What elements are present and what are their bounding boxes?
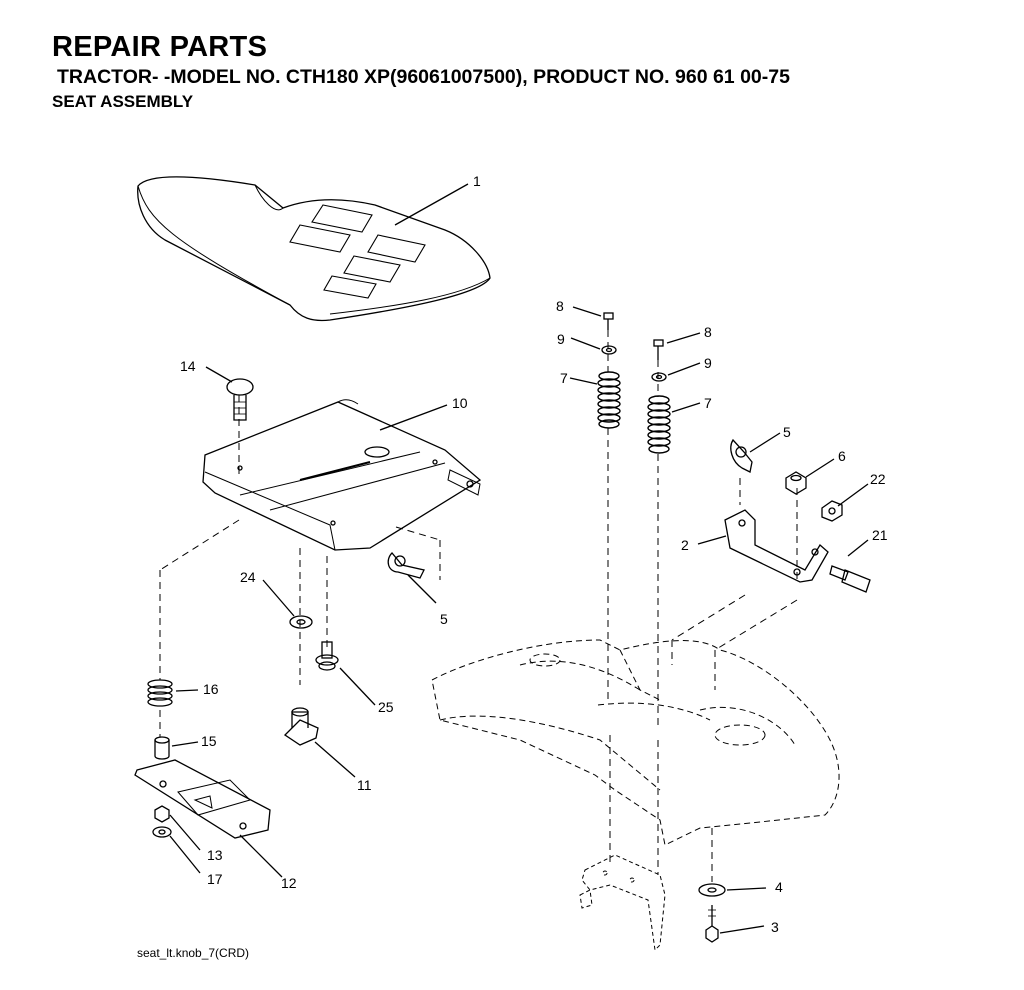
- callout-7-left: 7: [560, 370, 568, 386]
- washer-9-right: [651, 372, 667, 382]
- diagram-caption: seat_lt.knob_7(CRD): [137, 946, 250, 960]
- spring-7-right: [647, 395, 671, 454]
- assembly-lines: [159, 330, 798, 882]
- tractor-fender-outline: [431, 639, 840, 846]
- bolt-8-left: [603, 312, 614, 330]
- leader-lines: [169, 183, 869, 934]
- bolt-3: [705, 905, 719, 943]
- callout-4: 4: [775, 879, 783, 895]
- callout-10: 10: [452, 395, 468, 411]
- spring-7-left: [597, 371, 621, 429]
- callout-12: 12: [281, 875, 297, 891]
- washer-9-left: [601, 345, 617, 355]
- model-line: TRACTOR- -MODEL NO. CTH180 XP(9606100750…: [57, 66, 790, 88]
- seat-pan: [202, 399, 482, 551]
- callout-22: 22: [870, 471, 886, 487]
- page-title: REPAIR PARTS: [52, 31, 268, 63]
- callout-labels: 1 2 3 4 5 5 6 7 7 8 8 9 9 10 11 12 13 14…: [180, 173, 888, 935]
- section-title: SEAT ASSEMBLY: [52, 92, 194, 111]
- callout-8-left: 8: [556, 298, 564, 314]
- callout-5-left: 5: [440, 611, 448, 627]
- callout-7-right: 7: [704, 395, 712, 411]
- callout-16: 16: [203, 681, 219, 697]
- callout-3: 3: [771, 919, 779, 935]
- callout-25: 25: [378, 699, 394, 715]
- small-spring: [147, 679, 173, 707]
- seat-knob: [283, 707, 319, 746]
- page-header: REPAIR PARTS TRACTOR- -MODEL NO. CTH180 …: [52, 30, 790, 114]
- callout-15: 15: [201, 733, 217, 749]
- callout-1: 1: [473, 173, 481, 189]
- callout-14: 14: [180, 358, 196, 374]
- lock-washer-17: [152, 826, 172, 838]
- hex-nut-6: [785, 471, 807, 495]
- callout-13: 13: [207, 847, 223, 863]
- callout-9-left: 9: [557, 331, 565, 347]
- carriage-bolt: [226, 378, 254, 421]
- spacer: [154, 736, 170, 760]
- slide-plate: [134, 759, 271, 839]
- callout-6: 6: [838, 448, 846, 464]
- callout-24: 24: [240, 569, 256, 585]
- seat-bracket: [724, 509, 829, 583]
- callout-9-right: 9: [704, 355, 712, 371]
- shoulder-bolt-21: [829, 565, 871, 593]
- wire-clip-right: [730, 438, 753, 473]
- washer-24: [289, 615, 313, 629]
- hex-nut-13: [154, 805, 170, 823]
- lower-bracket: [579, 854, 666, 952]
- callout-8-right: 8: [704, 324, 712, 340]
- bolt-8-right: [653, 339, 664, 360]
- flange-nut-22: [821, 500, 843, 522]
- callout-21: 21: [872, 527, 888, 543]
- callout-11: 11: [357, 777, 372, 793]
- callout-5-right: 5: [783, 424, 791, 440]
- seat-cushion: [137, 176, 491, 322]
- wire-clip-left: [387, 552, 425, 579]
- shoulder-bolt: [315, 641, 339, 671]
- callout-2: 2: [681, 537, 689, 553]
- callout-17: 17: [207, 871, 223, 887]
- washer-4: [698, 883, 726, 897]
